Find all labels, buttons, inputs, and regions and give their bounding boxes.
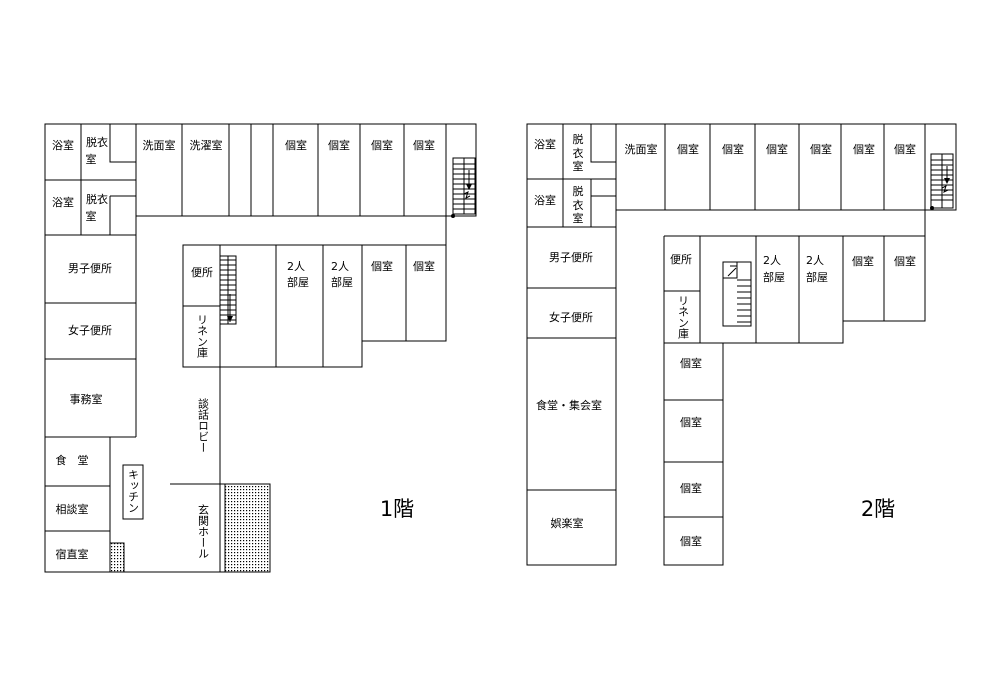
room-label-private: 個室: [766, 142, 788, 156]
room-label-night-duty: 宿直室: [56, 547, 89, 561]
room-label-private: 個室: [680, 534, 702, 548]
room-label-washroom: 洗面室: [625, 142, 658, 156]
room-label-private: 個室: [328, 138, 350, 152]
room-label-private: 個室: [413, 138, 435, 152]
room-label-washroom: 洗面室: [143, 138, 176, 152]
room-label-dressing: 室: [86, 152, 97, 166]
room-label-consultation: 相談室: [56, 502, 89, 516]
room-label-laundry: 洗濯室: [190, 138, 223, 152]
floor-title: 1階: [380, 497, 414, 521]
room-label-private: 個室: [680, 415, 702, 429]
room-label-dressing: 衣: [573, 198, 584, 212]
room-label-recreation: 娯楽室: [551, 516, 584, 530]
room-label-dressing: 室: [573, 211, 584, 225]
room-label-private: 個室: [371, 138, 393, 152]
room-label-dressing: 脱衣: [86, 192, 108, 206]
room-label-private: 個室: [680, 356, 702, 370]
room-label-mens-toilet: 男子便所: [549, 251, 593, 264]
stairs-icon: [930, 153, 954, 210]
room-label-dressing: 衣: [573, 146, 584, 160]
room-label-twin: 2人: [806, 254, 824, 267]
room-label-toilet: 便所: [670, 253, 692, 266]
room-label-private: 個室: [680, 481, 702, 495]
stairs-icon: [451, 157, 476, 218]
room-label-twin: 部屋: [331, 275, 353, 289]
room-label-dressing: 脱: [573, 132, 584, 146]
room-label-bath: 浴室: [534, 193, 556, 207]
room-label-private: 個室: [894, 142, 916, 156]
entrance-mat-hatch: [224, 483, 271, 573]
room-label-twin: 部屋: [806, 270, 828, 284]
room-label-private: 個室: [853, 142, 875, 156]
room-label-toilet: 便所: [191, 266, 213, 279]
room-label-twin: 部屋: [763, 270, 785, 284]
stairs-icon: [219, 255, 237, 325]
room-label-office: 事務室: [70, 392, 103, 406]
room-label-dressing: 脱衣: [86, 135, 108, 149]
floor-title: 2階: [861, 497, 895, 521]
floor-1-plan: 浴室 脱衣 室 浴室 脱衣 室 洗面室 洗濯室 個室 個室 個室 個室 男子便所…: [44, 123, 477, 573]
room-label-twin: 部屋: [287, 275, 309, 289]
room-label-bath: 浴室: [534, 137, 556, 151]
room-label-private: 個室: [413, 259, 435, 273]
room-label-bath: 浴室: [52, 138, 74, 152]
room-label-mens-toilet: 男子便所: [68, 262, 112, 275]
floor-2-plan: 浴室 脱 衣 室 浴室 脱 衣 室 洗面室 個室 個室 個室 個室 個室 個室 …: [526, 123, 957, 566]
room-label-private: 個室: [371, 259, 393, 273]
room-label-entrance: 玄関ホール: [197, 503, 210, 559]
room-label-lounge: 談話ロビー: [197, 397, 210, 453]
room-label-dining-hall: 食堂・集会室: [536, 398, 602, 412]
room-label-private: 個室: [722, 142, 744, 156]
room-label-twin: 2人: [287, 260, 305, 273]
room-label-dressing: 脱: [573, 184, 584, 198]
room-label-private: 個室: [810, 142, 832, 156]
room-label-twin: 2人: [331, 260, 349, 273]
room-label-private: 個室: [677, 142, 699, 156]
room-label-kitchen: キッチン: [127, 469, 140, 513]
room-label-dining: 食 堂: [56, 453, 89, 467]
room-label-private: 個室: [285, 138, 307, 152]
room-label-private: 個室: [894, 254, 916, 268]
room-label-twin: 2人: [763, 254, 781, 267]
room-label-womens-toilet: 女子便所: [549, 310, 593, 324]
room-label-private: 個室: [852, 254, 874, 268]
room-label-bath: 浴室: [52, 195, 74, 209]
room-label-linen: リネン庫: [677, 295, 690, 340]
storage-hatch: [109, 542, 125, 573]
stairs-icon: [722, 261, 752, 327]
room-label-dressing: 室: [573, 159, 584, 173]
room-label-womens-toilet: 女子便所: [68, 323, 112, 337]
room-label-dressing: 室: [86, 209, 97, 223]
room-label-linen: リネン庫: [196, 314, 209, 359]
